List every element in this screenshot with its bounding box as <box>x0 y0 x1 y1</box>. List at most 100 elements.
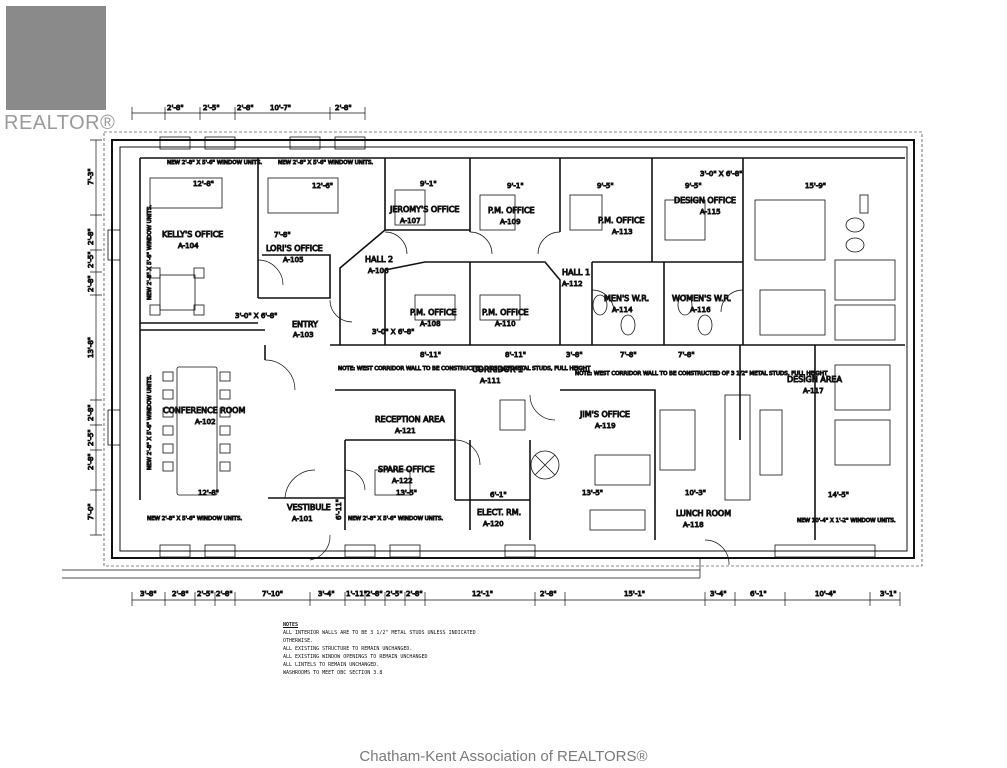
room-code: A-106 <box>368 267 389 275</box>
footer-credit: Chatham-Kent Association of REALTORS® <box>359 748 648 765</box>
window-note: NEW 2'-8" X 5'-6" WINDOW UNITS. <box>147 205 153 300</box>
dimension-label: 2'-5" <box>197 590 214 598</box>
room-label: ELECT. RM. <box>477 508 521 517</box>
wall-note: NOTE: WEST CORRIDOR WALL TO BE CONSTRUCT… <box>575 371 828 377</box>
dimension-label: 2'-8" <box>366 590 383 598</box>
dimension-label: 8'-11" <box>505 351 526 359</box>
dimension-label: 3'-4" <box>318 590 335 598</box>
room-label: LORI'S OFFICE <box>266 244 323 253</box>
dimension-label: 7'-8" <box>620 351 637 359</box>
dimension-label: 2'-5" <box>386 590 403 598</box>
dimension-label: 1'-11" <box>346 590 367 598</box>
room-code: A-118 <box>683 521 704 529</box>
room-code: A-115 <box>700 208 721 216</box>
room-label: DESIGN AREA <box>787 375 842 384</box>
dimension-label: 10'-3" <box>685 489 706 497</box>
dimension-label: 7'-8" <box>274 231 291 239</box>
dimension-label: 7'-10" <box>262 590 283 598</box>
note-line: ALL LINTELS TO REMAIN UNCHANGED. <box>283 662 380 668</box>
room-label: P.M. OFFICE <box>598 216 645 225</box>
room-label: CORRIDOR 1 <box>472 365 523 374</box>
window-note: NEW 2'-8" X 5'-6" WINDOW UNITS. <box>348 516 443 522</box>
window-unit-labels: NEW 2'-8" X 5'-6" WINDOW UNITS. NEW 2'-8… <box>147 160 897 525</box>
dimension-label: 2'-8" <box>540 590 557 598</box>
dimension-label: 15'-9" <box>805 182 826 190</box>
wall-note: NOTE: WEST CORRIDOR WALL TO BE CONSTRUCT… <box>338 366 591 372</box>
dimension-label: 3'-8" <box>140 590 157 598</box>
dimension-label: 2'-8" <box>172 590 189 598</box>
wall-note-labels: NOTE: WEST CORRIDOR WALL TO BE CONSTRUCT… <box>338 366 829 378</box>
exterior-walls <box>103 131 923 567</box>
room-code: A-102 <box>195 418 216 426</box>
dimension-label: 6'-1" <box>750 590 767 598</box>
bottom-dimension-labels: 3'-8" 2'-8" 2'-5" 2'-8" 7'-10" 3'-4" 1'-… <box>140 590 898 599</box>
room-code: A-121 <box>395 427 416 435</box>
top-dimension-labels: 2'-8" 2'-5" 2'-8" 10'-7" 2'-8" <box>167 104 353 113</box>
dimension-label: 10'-4" <box>815 590 836 598</box>
furniture <box>149 177 896 531</box>
partition-walls <box>139 157 905 540</box>
dimension-label: 2'-8" <box>87 228 95 245</box>
dimension-label: 10'-7" <box>270 104 291 112</box>
dimension-label: 3'-4" <box>710 590 727 598</box>
room-code: A-107 <box>400 217 421 225</box>
window-note: NEW 10'-4" X 1'-2" WINDOW UNITS. <box>797 518 896 524</box>
dimension-lines <box>62 107 901 606</box>
dimension-label: 2'-5" <box>87 429 95 446</box>
dimension-label: 9'-1" <box>420 180 437 188</box>
dimension-label: 6'-11" <box>335 499 343 520</box>
room-label: ENTRY <box>292 320 318 329</box>
interior-dimension-labels: 12'-8" 12'-6" 9'-1" 9'-1" 9'-5" 9'-5" 15… <box>193 170 850 521</box>
room-label: P.M. OFFICE <box>482 308 529 317</box>
dimension-label: 3'-0" X 6'-8" <box>235 312 277 320</box>
dimension-label: 7'-0" <box>87 503 95 520</box>
window-note: NEW 2'-8" X 5'-6" WINDOW UNITS. <box>278 160 373 166</box>
room-code: A-120 <box>483 520 504 528</box>
left-dimension-labels: 7'-3" 2'-8" 2'-5" 2'-8" 13'-8" 2'-8" 2'-… <box>87 168 96 521</box>
room-label: DESIGN OFFICE <box>674 196 736 205</box>
note-line: ALL INTERIOR WALLS ARE TO BE 3 1/2" META… <box>283 630 476 644</box>
dimension-label: 2'-8" <box>237 104 254 112</box>
room-labels: KELLY'S OFFICE A-104 LORI'S OFFICE A-105… <box>162 196 843 530</box>
room-code: A-114 <box>612 306 633 314</box>
room-code: A-119 <box>595 422 616 430</box>
room-code: A-112 <box>562 280 583 288</box>
room-code: A-109 <box>500 218 521 226</box>
room-label: KELLY'S OFFICE <box>162 230 223 239</box>
room-label: SPARE OFFICE <box>378 465 435 474</box>
room-label: VESTIBULE <box>287 503 331 512</box>
room-label: CONFERENCE ROOM <box>163 406 245 415</box>
dimension-label: 12'-8" <box>193 180 214 188</box>
room-code: A-105 <box>283 256 304 264</box>
room-code: A-101 <box>292 515 313 523</box>
dimension-label: 3'-0" X 6'-8" <box>700 170 742 178</box>
room-code: A-111 <box>480 377 501 385</box>
window-note: NEW 2'-8" X 5'-6" WINDOW UNITS. <box>147 375 153 470</box>
door-swings <box>257 231 744 566</box>
window-note: NEW 2'-8" X 5'-6" WINDOW UNITS. <box>147 516 242 522</box>
dimension-label: 15'-1" <box>624 590 645 598</box>
room-code: A-113 <box>612 228 633 236</box>
dimension-label: 3'-1" <box>880 590 897 598</box>
dimension-label: 9'-5" <box>685 182 702 190</box>
general-notes: NOTES ALL INTERIOR WALLS ARE TO BE 3 1/2… <box>283 621 483 677</box>
dimension-label: 2'-8" <box>216 590 233 598</box>
note-line: ALL EXISTING WINDOW OPENINGS TO REMAIN U… <box>283 654 428 660</box>
note-line: WASHROOMS TO MEET OBC SECTION 3.8 <box>283 670 383 676</box>
room-label: JIM'S OFFICE <box>579 410 630 419</box>
dimension-label: 12'-1" <box>472 590 493 598</box>
dimension-label: 7'-8" <box>678 351 695 359</box>
window-units <box>107 136 876 558</box>
room-label: P.M. OFFICE <box>410 308 457 317</box>
dimension-label: 12'-6" <box>312 182 333 190</box>
room-label: HALL 2 <box>365 255 393 264</box>
dimension-label: 12'-8" <box>198 489 219 497</box>
room-label: HALL 1 <box>562 268 590 277</box>
dimension-label: 2'-8" <box>87 404 95 421</box>
dimension-label: 3'-8" <box>566 351 583 359</box>
room-code: A-108 <box>420 320 441 328</box>
room-code: A-104 <box>178 242 199 250</box>
dimension-label: 9'-5" <box>597 182 614 190</box>
window-note: NEW 2'-8" X 5'-6" WINDOW UNITS. <box>167 160 262 166</box>
